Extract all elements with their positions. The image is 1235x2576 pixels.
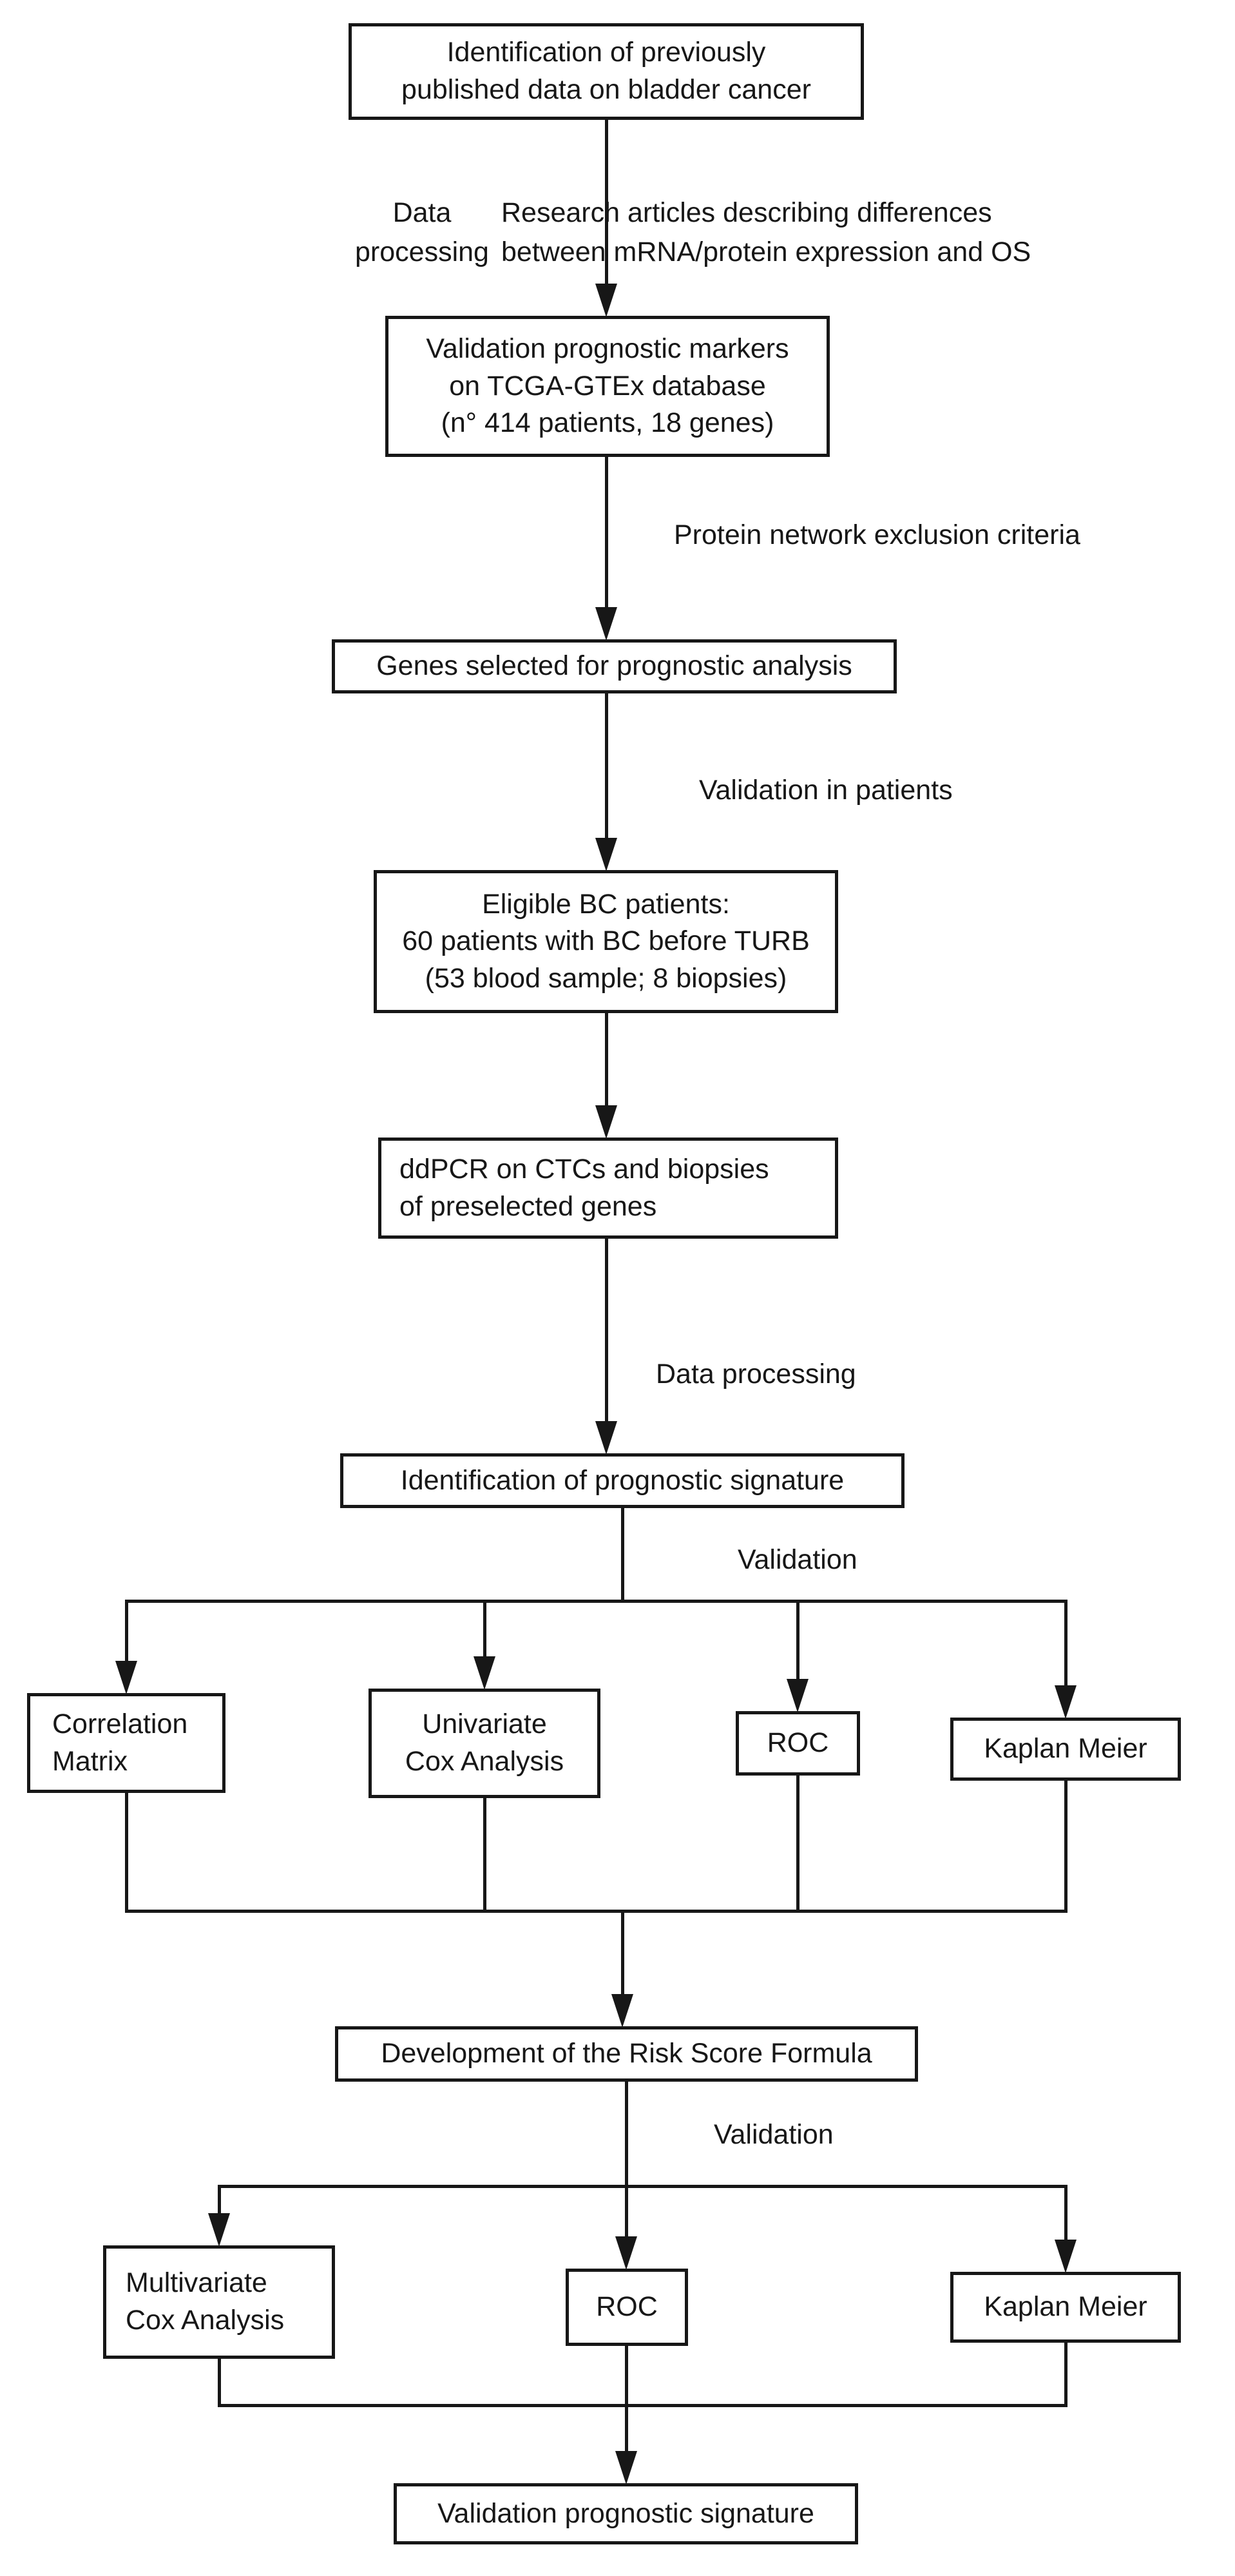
- node-line: on TCGA-GTEx database: [449, 370, 766, 402]
- merge1-out-univariate: [483, 1798, 486, 1913]
- edge-label-data-processing-2: Data processing: [656, 1359, 856, 1390]
- edge-merge1-to-g-line: [621, 1910, 624, 1995]
- node-line: Multivariate: [126, 2267, 267, 2299]
- edge-d-to-e-line: [605, 1013, 608, 1107]
- node-line: (53 blood sample; 8 biopsies): [425, 962, 787, 994]
- branch2-drop-kaplan: [1064, 2185, 1067, 2241]
- edge-b-to-c-arrowhead-icon: [595, 607, 617, 641]
- merge1-horizontal-line: [125, 1910, 1067, 1913]
- merge1-out-correlation: [125, 1793, 128, 1913]
- node-line: Validation prognostic signature: [437, 2497, 814, 2529]
- node-line: Development of the Risk Score Formula: [381, 2038, 872, 2069]
- edge-label-validation-2: Validation: [714, 2119, 834, 2150]
- node-line: Matrix: [52, 1745, 128, 1777]
- edge-c-to-d-arrowhead-icon: [595, 838, 617, 871]
- branch2-drop-multivariate: [218, 2185, 221, 2214]
- edge-e-to-f-line: [605, 1239, 608, 1422]
- node-risk-score-formula: Development of the Risk Score Formula: [335, 2026, 918, 2082]
- stem-g-to-branch2: [625, 2082, 628, 2188]
- branch2-multivariate-arrowhead-icon: [208, 2213, 230, 2247]
- merge2-out-multivariate: [218, 2359, 221, 2407]
- branch1-drop-univariate: [483, 1600, 486, 1658]
- node-line: published data on bladder cancer: [401, 74, 811, 105]
- node-validation-prognostic-signature: Validation prognostic signature: [394, 2483, 858, 2544]
- node-line: ddPCR on CTCs and biopsies: [399, 1153, 769, 1185]
- edge-label-data-processing-1: Data processing: [355, 197, 489, 268]
- merge1-out-roc: [796, 1776, 799, 1913]
- node-validation-markers-tcga: Validation prognostic markers on TCGA-GT…: [385, 316, 830, 457]
- edge-label-research-articles: Research articles describing differences…: [501, 197, 1031, 268]
- node-roc-2: ROC: [566, 2269, 688, 2346]
- branch1-drop-correlation: [125, 1600, 128, 1662]
- branch2-horizontal-line: [218, 2185, 1067, 2188]
- node-line: Kaplan Meier: [984, 1733, 1147, 1765]
- branch1-drop-roc: [796, 1600, 799, 1680]
- edge-label-protein-network: Protein network exclusion criteria: [674, 519, 1080, 550]
- merge2-horizontal-line: [218, 2404, 1067, 2407]
- stem-f-to-branch1: [621, 1508, 624, 1603]
- branch1-univariate-arrowhead-icon: [474, 1656, 495, 1690]
- node-line: Validation prognostic markers: [426, 333, 789, 365]
- node-line: Kaplan Meier: [984, 2291, 1147, 2323]
- node-multivariate-cox: Multivariate Cox Analysis: [103, 2245, 335, 2359]
- branch1-kaplan-arrowhead-icon: [1055, 1685, 1077, 1719]
- node-line: Cox Analysis: [126, 2305, 285, 2336]
- node-genes-selected: Genes selected for prognostic analysis: [332, 639, 897, 693]
- edge-c-to-d-line: [605, 693, 608, 839]
- node-correlation-matrix: Correlation Matrix: [27, 1693, 225, 1793]
- node-identification-published-data: Identification of previously published d…: [349, 23, 864, 120]
- edge-merge2-to-h-arrowhead-icon: [615, 2451, 637, 2484]
- node-line: Cox Analysis: [405, 1746, 564, 1777]
- node-identification-prognostic-signature: Identification of prognostic signature: [340, 1453, 905, 1508]
- node-univariate-cox: Univariate Cox Analysis: [369, 1689, 600, 1798]
- merge2-out-kaplan: [1064, 2343, 1067, 2407]
- node-line: 60 patients with BC before TURB: [402, 925, 810, 957]
- node-line: of preselected genes: [399, 1190, 657, 1222]
- branch1-drop-kaplan: [1064, 1600, 1067, 1687]
- edge-label-validation-in-patients: Validation in patients: [699, 775, 953, 806]
- node-line: Correlation: [52, 1708, 188, 1739]
- node-kaplan-meier-1: Kaplan Meier: [950, 1718, 1181, 1781]
- branch1-horizontal-line: [125, 1600, 1067, 1603]
- branch1-correlation-arrowhead-icon: [115, 1661, 137, 1694]
- edge-d-to-e-arrowhead-icon: [595, 1105, 617, 1139]
- branch2-roc-arrowhead-icon: [615, 2236, 637, 2270]
- node-line: ROC: [767, 1727, 829, 1759]
- node-line: Identification of prognostic signature: [400, 1464, 845, 1496]
- edge-label-validation-1: Validation: [738, 1544, 857, 1575]
- edge-e-to-f-arrowhead-icon: [595, 1421, 617, 1455]
- node-kaplan-meier-2: Kaplan Meier: [950, 2272, 1181, 2343]
- branch1-roc-arrowhead-icon: [787, 1679, 809, 1712]
- branch2-kaplan-arrowhead-icon: [1055, 2240, 1077, 2273]
- merge1-out-kaplan: [1064, 1781, 1067, 1913]
- edge-merge2-to-h-line: [625, 2404, 628, 2452]
- node-line: Identification of previously: [446, 37, 766, 68]
- node-line: Genes selected for prognostic analysis: [376, 650, 852, 682]
- node-line: (n° 414 patients, 18 genes): [441, 407, 774, 439]
- node-ddpcr-ctcs: ddPCR on CTCs and biopsies of preselecte…: [378, 1138, 838, 1239]
- node-roc-1: ROC: [736, 1711, 860, 1776]
- merge2-out-roc: [625, 2346, 628, 2407]
- node-eligible-bc-patients: Eligible BC patients: 60 patients with B…: [374, 870, 838, 1013]
- edge-a-to-b-arrowhead-icon: [595, 284, 617, 317]
- node-line: Eligible BC patients:: [482, 888, 730, 920]
- node-line: ROC: [596, 2291, 658, 2323]
- branch2-drop-roc: [625, 2185, 628, 2238]
- node-line: Univariate: [422, 1709, 547, 1740]
- edge-b-to-c-line: [605, 457, 608, 608]
- edge-merge1-to-g-arrowhead-icon: [611, 1994, 633, 2028]
- edge-a-to-b-line: [605, 120, 608, 285]
